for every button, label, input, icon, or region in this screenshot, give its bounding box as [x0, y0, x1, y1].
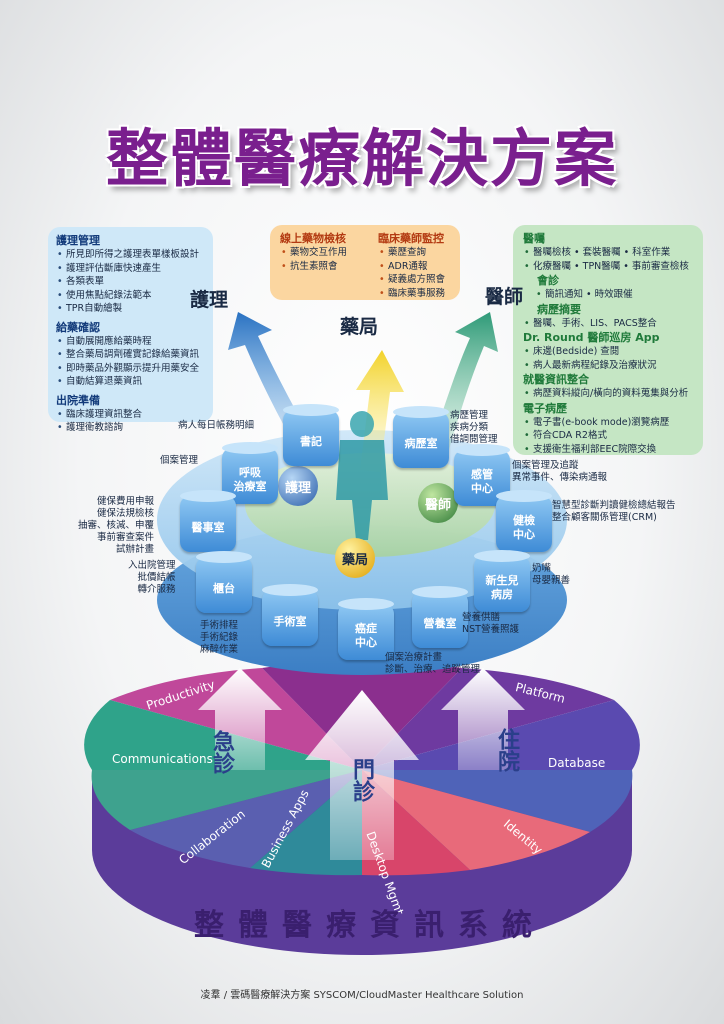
section-heading: 出院準備	[56, 393, 100, 407]
pharmacy-features-panel: 線上藥物檢核 藥物交互作用 抗生素照會 臨床藥師監控 藥歷查詢 ADR通報 疑義…	[270, 225, 460, 300]
list-item: 支援衛生福利部EEC院際交換	[524, 443, 693, 457]
inpatient-arrow	[441, 668, 525, 770]
doctor-features-panel: 醫囑 醫囑檢核 • 套裝醫囑 • 科室作業 化療醫囑 • TPN醫囑 • 事前審…	[513, 225, 703, 457]
dept-operating-room: 手術室	[262, 584, 318, 646]
doctor-sphere: 醫師	[418, 483, 458, 523]
list-item: 自動結算退藥資訊	[57, 375, 205, 389]
emergency-label: 急診	[209, 730, 234, 774]
section-heading: 線上藥物檢核	[280, 232, 346, 245]
section-heading: 電子病歷	[523, 401, 567, 415]
dept-health-checkup: 健檢 中心	[496, 490, 552, 552]
section-heading: 臨床藥師監控	[378, 232, 444, 245]
emergency-arrow	[198, 668, 282, 770]
doctor-arrow-label: 醫師	[485, 286, 524, 308]
list-item: 抗生素照會	[281, 260, 365, 274]
dept-medical-affairs: 醫事室	[180, 490, 236, 552]
list-item: 整合藥局調劑確實記錄給藥資訊	[57, 348, 205, 362]
list-item: 臨床護理資訊整合	[57, 408, 205, 422]
dept-note: 個案管理	[160, 455, 199, 466]
dept-note: 智慧型診斷判讀健檢總結報告 整合顧客關係管理(CRM)	[552, 500, 676, 523]
dept-cancer-center: 癌症 中心	[338, 598, 394, 660]
dept-note: 個案管理及追蹤 異常事件、傳染病通報	[512, 460, 608, 483]
inpatient-label: 住院	[494, 728, 519, 772]
list-item: ADR通報	[379, 260, 463, 274]
system-title: 整體醫療資訊系統	[194, 908, 546, 943]
list-item: 藥物交互作用	[281, 246, 365, 260]
section-heading: 會診	[537, 274, 559, 287]
list-item: 即時藥品外觀顯示提升用藥安全	[57, 362, 205, 376]
list-item: 床邊(Bedside) 查閱	[524, 345, 693, 359]
section-heading: Dr. Round 醫師巡房 App	[523, 331, 660, 344]
page-title: 整體醫療解決方案	[105, 122, 618, 195]
dept-medical-records: 病歷室	[393, 406, 449, 468]
list-item: 化療醫囑 • TPN醫囑 • 事前審查檢核	[524, 260, 693, 274]
section-heading: 護理管理	[56, 234, 100, 247]
nursing-sphere: 護理	[278, 466, 318, 506]
dept-nutrition: 營養室	[412, 586, 468, 648]
pharmacy-arrow-label: 藥局	[340, 316, 379, 338]
segment-communications: Communications	[112, 752, 213, 766]
list-item: 病人最新病程紀錄及治療狀況	[524, 359, 693, 373]
section-heading: 給藥確認	[56, 320, 100, 334]
section-heading: 就醫資訊整合	[523, 373, 589, 386]
list-item: TPR自動繪製	[57, 302, 205, 316]
nursing-features-panel: 護理管理 所見即所得之護理表單樣板設計 護理評估斷庫快速產生 各類表單 使用焦點…	[48, 227, 213, 434]
list-item: 使用焦點紀錄法範本	[57, 289, 205, 303]
dept-note: 營養供膳 NST營養照護	[462, 612, 519, 635]
list-item: 醫囑檢核 • 套裝醫囑 • 科室作業	[524, 246, 693, 260]
dept-note: 入出院管理 批價結帳 轉介服務	[128, 560, 176, 595]
list-item: 藥歷查詢	[379, 246, 463, 260]
section-heading: 病歷摘要	[537, 302, 581, 316]
dept-note: 健保費用申報 健保法規檢核 抽審、核減、申覆 事前審查案件 試辦計畫	[78, 496, 155, 555]
list-item: 簡訊通知 • 時效跟催	[536, 288, 693, 302]
list-item: 病歷資料縱向/橫向的資料蒐集與分析	[524, 387, 693, 401]
list-item: 疑義處方照會	[379, 273, 463, 287]
dept-note: 病人每日帳務明細	[178, 420, 255, 431]
footer-credit: 凌羣 / 雲碼醫療解決方案 SYSCOM/CloudMaster Healthc…	[200, 990, 524, 1001]
list-item: 臨床藥事服務	[379, 287, 463, 301]
section-heading: 醫囑	[523, 232, 545, 245]
list-item: 護理評估斷庫快速產生	[57, 262, 205, 276]
list-item: 電子書(e-book mode)瀏覽病歷	[524, 416, 693, 430]
dept-note: 個案治療計畫 診斷、治療、追蹤管理	[385, 652, 481, 675]
list-item: 符合CDA R2格式	[524, 429, 693, 443]
outpatient-label: 門診	[349, 758, 374, 802]
list-item: 各類表單	[57, 275, 205, 289]
dept-front-desk: 櫃台	[196, 551, 252, 613]
patient-figure-icon	[336, 411, 388, 540]
dept-neonatal-ward: 新生兒 病房	[474, 550, 530, 612]
list-item: 所見即所得之護理表單樣板設計	[57, 248, 205, 262]
dept-clerk: 書記	[283, 404, 339, 466]
dept-note: 奶嘴 母嬰親善	[532, 563, 571, 586]
list-item: 醫囑、手術、LIS、PACS整合	[524, 317, 693, 331]
list-item: 自動展開應給藥時程	[57, 335, 205, 349]
dept-note: 手術排程 手術紀錄 麻醉作業	[200, 620, 239, 655]
nursing-arrow-label: 護理	[190, 289, 229, 311]
outpatient-arrow	[305, 690, 419, 860]
pharmacy-sphere: 藥局	[335, 538, 375, 578]
list-item: 護理衛教諮詢	[57, 421, 205, 435]
dept-note: 病歷管理 疾病分類 借調閱管理	[450, 410, 498, 445]
segment-database: Database	[548, 756, 606, 770]
